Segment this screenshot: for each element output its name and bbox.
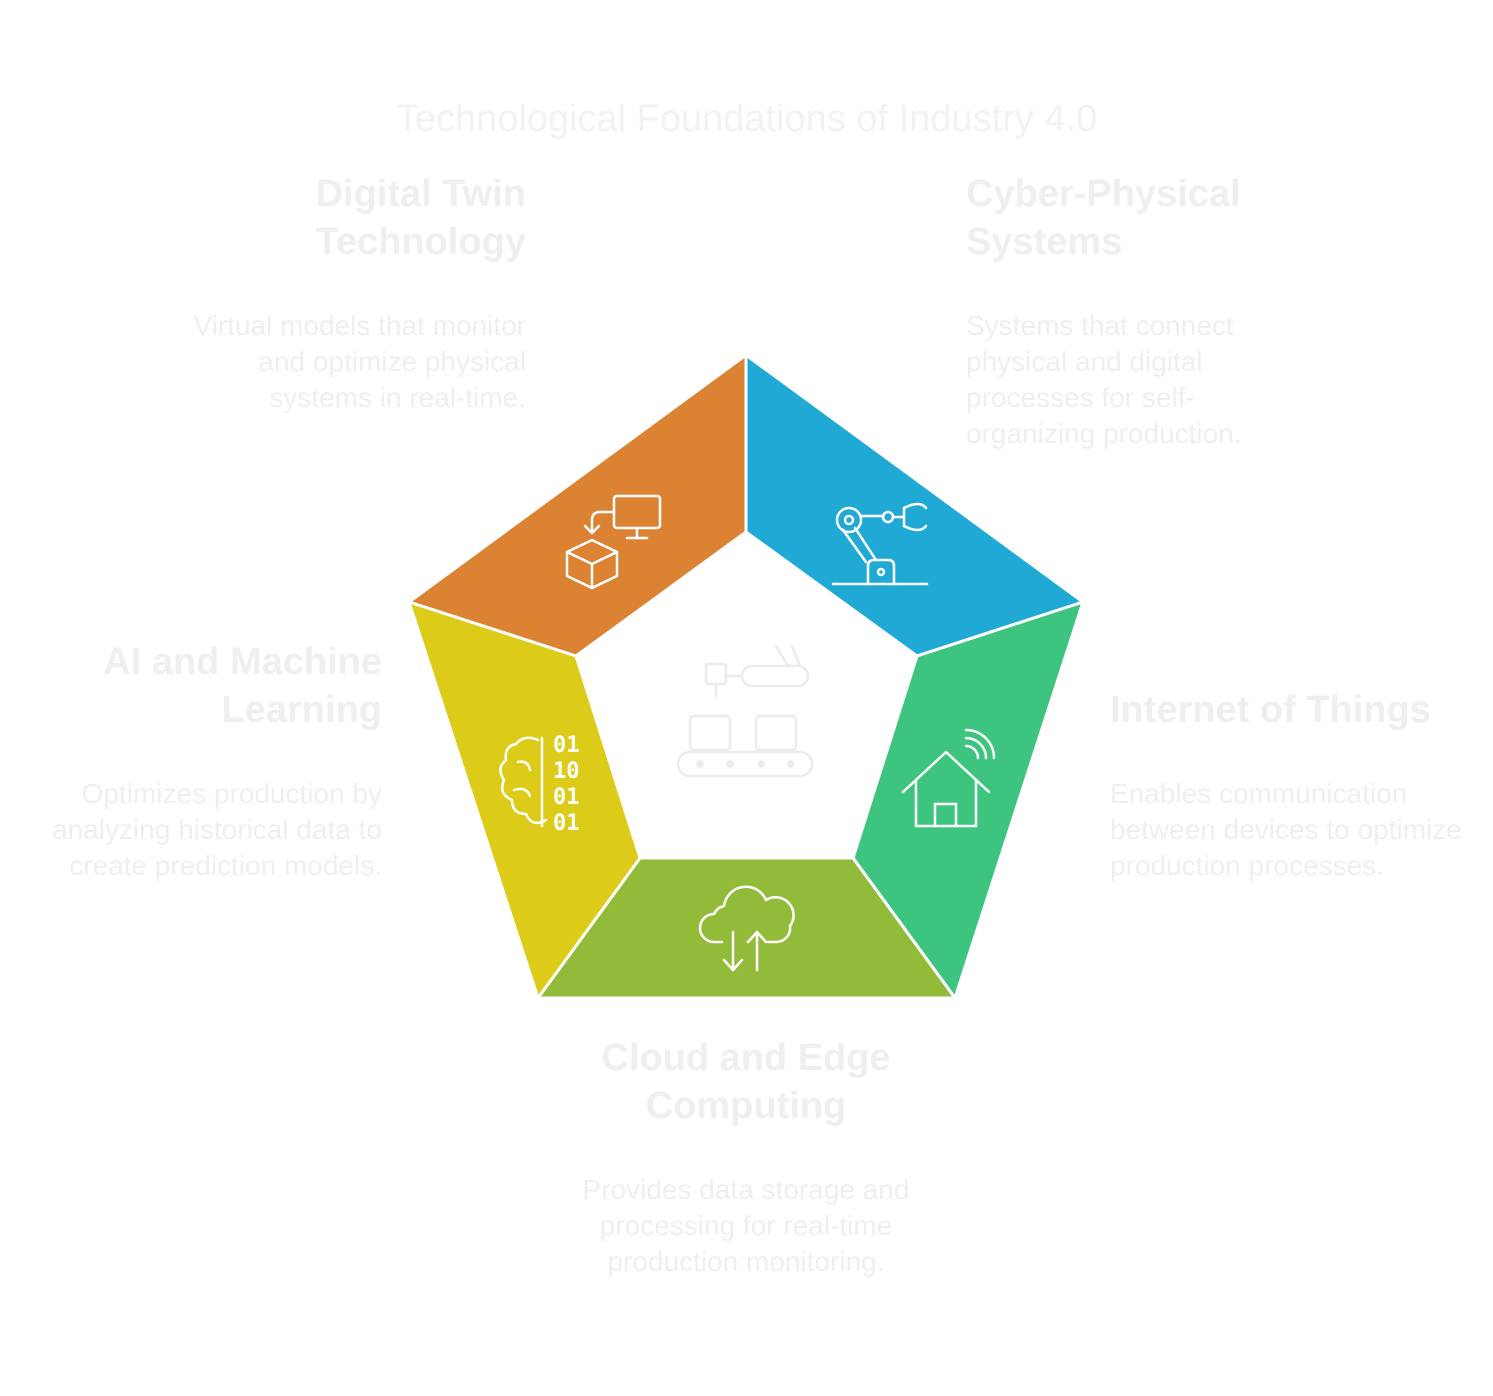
cyber-physical-title: Cyber-Physical Systems	[966, 173, 1241, 263]
smart-home-icon	[901, 728, 996, 828]
ai-ml-segment	[407, 600, 642, 1000]
cloud-transfer-icon	[698, 885, 795, 972]
cyber-physical-description: Systems that connect physical and digita…	[966, 310, 1242, 449]
svg-text:01: 01	[553, 785, 580, 810]
ai-ml-title: AI and Machine Learning	[103, 641, 382, 731]
monitor-to-box-icon	[565, 494, 662, 590]
iot-title: Internet of Things	[1110, 689, 1431, 731]
digital-twin-segment	[407, 353, 748, 658]
conveyor-robot-icon	[676, 644, 814, 778]
ai-ml-block: AI and Machine Learning Optimizes produc…	[30, 638, 382, 884]
robot-arm-icon	[831, 502, 929, 586]
digital-twin-title: Digital Twin Technology	[315, 173, 526, 263]
cloud-edge-title: Cloud and Edge Computing	[601, 1037, 891, 1127]
svg-text:10: 10	[553, 759, 580, 784]
cloud-edge-description: Provides data storage and processing for…	[582, 1174, 910, 1277]
svg-text:01: 01	[553, 811, 580, 836]
cloud-edge-block: Cloud and Edge Computing Provides data s…	[560, 1034, 932, 1280]
iot-description: Enables communication between devices to…	[1110, 778, 1462, 881]
cyber-physical-block: Cyber-Physical Systems Systems that conn…	[966, 170, 1296, 452]
ai-ml-description: Optimizes production by analyzing histor…	[52, 778, 382, 881]
digital-twin-block: Digital Twin Technology Virtual models t…	[160, 170, 526, 416]
svg-text:01: 01	[553, 733, 580, 758]
iot-block: Internet of Things Enables communication…	[1110, 686, 1470, 884]
brain-binary-icon: 01 10 01 01	[499, 733, 580, 836]
digital-twin-description: Virtual models that monitor and optimize…	[193, 310, 526, 413]
diagram-title: Technological Foundations of Industry 4.…	[395, 98, 1098, 140]
